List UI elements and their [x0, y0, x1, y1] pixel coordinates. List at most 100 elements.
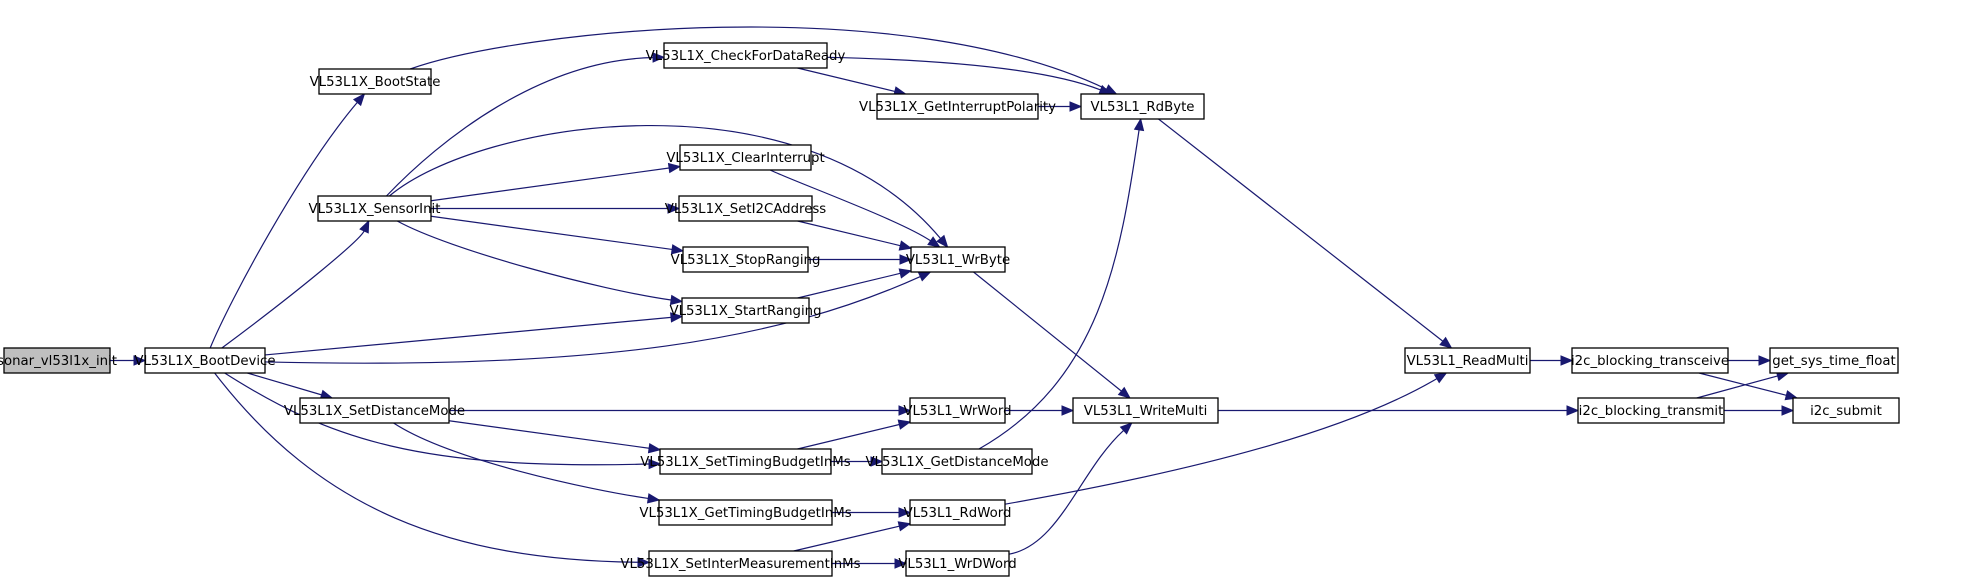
node-sensorinit[interactable]: VL53L1X_SensorInit — [309, 195, 441, 222]
node-box[interactable] — [1072, 397, 1219, 424]
node-box[interactable] — [682, 246, 809, 273]
node-box[interactable] — [876, 93, 1039, 120]
node-readmulti[interactable]: VL53L1_ReadMulti — [1404, 347, 1531, 374]
node-box[interactable] — [678, 195, 813, 222]
arrowhead-icon — [927, 236, 941, 248]
arrowhead-icon — [897, 419, 912, 430]
arrowhead-icon — [359, 219, 370, 234]
arrowhead-icon — [1133, 117, 1145, 132]
arrowhead-icon — [652, 52, 666, 63]
node-box[interactable] — [663, 42, 828, 69]
node-writemulti[interactable]: VL53L1_WriteMulti — [1072, 397, 1219, 424]
node-box[interactable] — [318, 68, 432, 95]
edge-BootDevice-to-StartRanging — [264, 316, 672, 356]
arrowhead-icon — [646, 493, 661, 504]
node-startranging[interactable]: VL53L1X_StartRanging — [669, 297, 822, 324]
arrowhead-icon — [1566, 405, 1580, 416]
arrowhead-icon — [1117, 386, 1132, 399]
arrowhead-icon — [1758, 355, 1772, 366]
node-box[interactable] — [659, 448, 832, 475]
node-label: i2c_submit — [1810, 404, 1882, 419]
node-box[interactable] — [3, 347, 111, 374]
node-box[interactable] — [317, 195, 432, 222]
node-label: VL53L1_WriteMulti — [1084, 404, 1208, 419]
edge-i2c_blocking_transmit-to-get_sys_time_float — [1696, 375, 1778, 399]
arrowhead-icon — [670, 312, 684, 323]
node-label: VL53L1X_CheckForDataReady — [646, 49, 846, 64]
edge-SensorInit-to-CheckForDataReady — [386, 56, 654, 197]
node-bootstate[interactable]: VL53L1X_BootState — [310, 68, 441, 95]
node-stopranging[interactable]: VL53L1X_StopRanging — [671, 246, 821, 273]
edge-i2c_blocking_transceive-to-i2c_submit — [1698, 372, 1787, 396]
node-gettimingbudgetinms[interactable]: VL53L1X_GetTimingBudgetInMs — [639, 499, 852, 526]
arrowhead-icon — [899, 254, 913, 265]
arrowhead-icon — [897, 521, 912, 532]
node-wrword[interactable]: VL53L1_WrWord — [903, 397, 1012, 424]
node-label: VL53L1X_SetInterMeasurementInMs — [620, 557, 860, 572]
arrowhead-icon — [898, 240, 913, 251]
node-box[interactable] — [905, 550, 1010, 577]
node-getinterruptpolarity[interactable]: VL53L1X_GetInterruptPolarity — [859, 93, 1056, 120]
node-label: VL53L1X_GetInterruptPolarity — [859, 100, 1056, 115]
node-box[interactable] — [909, 397, 1006, 424]
edge-BootState-to-RdByte — [409, 26, 1107, 90]
node-label: VL53L1X_SetI2CAddress — [665, 202, 827, 217]
arrowhead-icon — [670, 244, 685, 255]
arrowhead-icon — [648, 458, 662, 470]
edge-ClearInterrupt-to-WrByte — [769, 169, 931, 242]
node-box[interactable] — [881, 448, 1033, 475]
node-label: VL53L1X_GetTimingBudgetInMs — [639, 506, 851, 521]
node-rdbyte[interactable]: VL53L1_RdByte — [1080, 93, 1205, 120]
node-bootdevice[interactable]: VL53L1X_BootDevice — [134, 347, 276, 374]
edge-CheckForDataReady-to-GetInterruptPolarity — [797, 67, 895, 93]
arrowhead-icon — [637, 557, 651, 568]
arrowhead-icon — [898, 268, 913, 279]
node-box[interactable] — [910, 246, 1006, 273]
node-label: VL53L1X_BootState — [310, 75, 441, 90]
node-box[interactable] — [1577, 397, 1725, 424]
node-box[interactable] — [1769, 347, 1899, 374]
node-box[interactable] — [299, 397, 450, 424]
arrowhead-icon — [667, 203, 681, 214]
node-label: VL53L1_WrDWord — [898, 557, 1016, 572]
edge-WrByte-to-WriteMulti — [973, 271, 1122, 392]
node-box[interactable] — [1080, 93, 1205, 120]
node-setintermeasurementinms[interactable]: VL53L1X_SetInterMeasurementInMs — [620, 550, 861, 577]
node-sonar-vl53l1x-init[interactable]: sonar_vl53l1x_init — [0, 347, 117, 374]
node-settimingbudgetinms[interactable]: VL53L1X_SetTimingBudgetInMs — [640, 448, 851, 475]
node-box[interactable] — [648, 550, 833, 577]
node-getdistancemode[interactable]: VL53L1X_GetDistanceMode — [865, 448, 1049, 475]
node-wrbyte[interactable]: VL53L1_WrByte — [906, 246, 1010, 273]
edge-SetInterMeasurementInMs-to-RdWord — [793, 525, 900, 552]
node-checkfordataready[interactable]: VL53L1X_CheckForDataReady — [646, 42, 846, 69]
node-box[interactable] — [1571, 347, 1729, 374]
arrowhead-icon — [133, 355, 147, 366]
edge-BootDevice-to-SetTimingBudgetInMs — [224, 372, 650, 466]
node-label: VL53L1X_GetDistanceMode — [865, 455, 1048, 470]
edge-SetDistanceMode-to-SetTimingBudgetInMs — [448, 420, 650, 449]
node-wrdword[interactable]: VL53L1_WrDWord — [898, 550, 1017, 577]
edge-StartRanging-to-WrByte — [797, 272, 901, 299]
node-box[interactable] — [144, 347, 266, 374]
node-box[interactable] — [909, 499, 1006, 526]
node-clearinterrupt[interactable]: VL53L1X_ClearInterrupt — [666, 144, 825, 171]
node-box[interactable] — [679, 144, 812, 171]
node-box[interactable] — [681, 297, 810, 324]
node-label: get_sys_time_float — [1772, 354, 1895, 369]
arrowhead-icon — [870, 456, 884, 467]
node-seti2caddress[interactable]: VL53L1X_SetI2CAddress — [665, 195, 827, 222]
node-label: VL53L1_RdWord — [904, 506, 1012, 521]
node-setdistancemode[interactable]: VL53L1X_SetDistanceMode — [284, 397, 465, 424]
node-box[interactable] — [658, 499, 833, 526]
node-box[interactable] — [1792, 397, 1900, 424]
node-i2c-blocking-transceive[interactable]: i2c_blocking_transceive — [1571, 347, 1729, 374]
arrowhead-icon — [669, 294, 684, 306]
node-i2c-blocking-transmit[interactable]: i2c_blocking_transmit — [1577, 397, 1725, 424]
node-label: VL53L1X_StartRanging — [669, 304, 821, 319]
node-i2c-submit[interactable]: i2c_submit — [1792, 397, 1900, 424]
node-label: VL53L1X_SetTimingBudgetInMs — [640, 455, 850, 470]
node-rdword[interactable]: VL53L1_RdWord — [904, 499, 1012, 526]
node-box[interactable] — [1404, 347, 1531, 374]
node-get-sys-time-float[interactable]: get_sys_time_float — [1769, 347, 1899, 374]
